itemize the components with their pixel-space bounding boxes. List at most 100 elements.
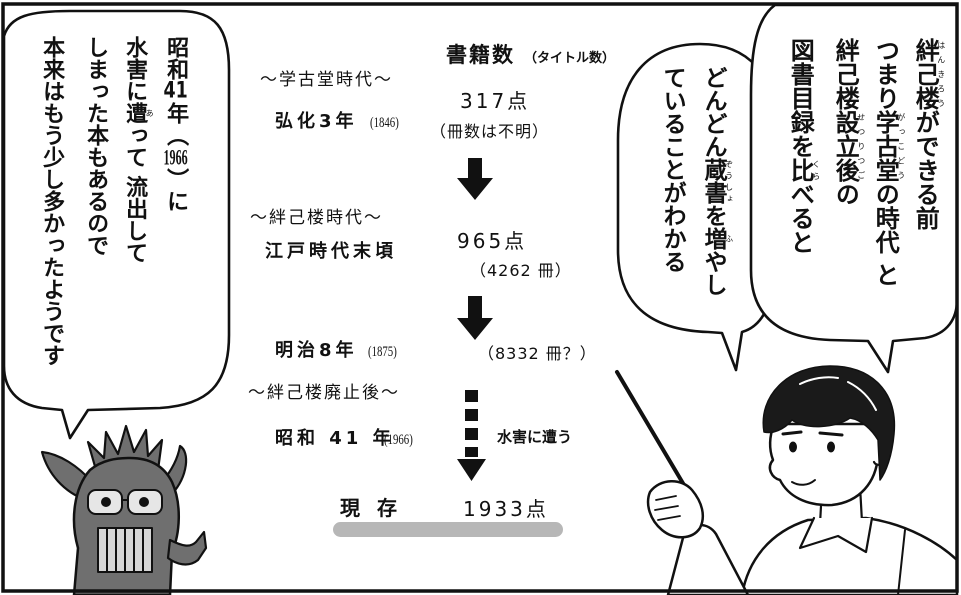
entry-note: （冊数は不明） xyxy=(430,122,550,141)
man-lanyard xyxy=(897,529,906,595)
dashed-down-arrow-icon xyxy=(457,390,486,481)
furigana-word: 学古堂がっこどう xyxy=(871,110,906,182)
furigana-base: 遭 xyxy=(122,102,148,124)
man-right-brow xyxy=(818,431,844,437)
entry-date: 昭和 41 年 xyxy=(275,428,395,449)
bubble-number: 41 xyxy=(163,80,188,102)
middle-bubble-line-2: ていることがわかる xyxy=(659,66,686,273)
furigana-reading: くら xyxy=(811,158,821,182)
bubble-text: ができる前 xyxy=(911,110,940,230)
era-label: ～絆己楼廃止後～ xyxy=(248,383,400,403)
entry-date: 弘化3年 xyxy=(275,111,358,132)
entry-year: (1846) xyxy=(370,115,399,131)
arrow-head xyxy=(457,459,486,481)
man-hand xyxy=(646,480,704,539)
furigana-word: 設立後せつりつご xyxy=(831,110,866,182)
down-arrow-icon xyxy=(457,158,493,200)
mascot-grill-bars xyxy=(106,528,144,572)
furigana-word: 増ふ xyxy=(700,227,734,250)
man-face xyxy=(768,422,880,507)
mascot-right-arm xyxy=(166,530,208,566)
present-label: 現 存 xyxy=(340,496,402,520)
bubble-text: の時代 と xyxy=(871,182,900,287)
furigana-base: 絆己楼 xyxy=(911,38,940,110)
entry-note: （4262 冊） xyxy=(470,261,572,280)
entry-date: 明治8年 xyxy=(275,340,358,361)
entry-year: (1875) xyxy=(368,344,397,360)
entry-date: 江戸時代末頃 xyxy=(265,241,397,262)
bubble-text: 図書目録を xyxy=(786,38,815,158)
furigana-reading: あ xyxy=(145,102,155,124)
man-with-pointer-icon xyxy=(615,365,959,595)
mascot-right-pupil xyxy=(139,497,149,507)
man-left-brow xyxy=(781,430,803,436)
bubble-text: つまり xyxy=(871,38,900,110)
furigana-word: 絆己楼はんきろう xyxy=(911,38,946,110)
bubble-text: どんどん xyxy=(700,66,727,158)
arrow-dash xyxy=(465,409,478,421)
mascot-body xyxy=(72,456,180,595)
present-highlight-bar xyxy=(333,522,563,537)
entry-event: 水害に遭う xyxy=(497,428,573,446)
right-bubble-line-3: 絆己楼設立後せつりつごの xyxy=(831,38,866,206)
present-count: 1933点 xyxy=(463,497,549,521)
furigana-reading: ふ xyxy=(724,227,734,250)
bubble-text: ）に xyxy=(163,168,189,212)
bubble-text: べると xyxy=(786,182,815,254)
timeline-header-title: 書籍数 xyxy=(446,43,515,67)
bubble-text: 絆己楼 xyxy=(831,38,860,110)
era-label: ～学古堂時代～ xyxy=(260,70,393,90)
bubble-text: の xyxy=(831,182,860,206)
furigana-word: 比くら xyxy=(786,158,821,182)
left-speech-bubble xyxy=(2,9,231,440)
bubble-year: 1966 xyxy=(163,146,188,168)
bubble-text: 昭和 xyxy=(163,36,189,80)
furigana-base: 増 xyxy=(700,227,727,250)
man-collar xyxy=(798,516,874,554)
man-finger-lines xyxy=(654,495,681,521)
mascot-left-pupil xyxy=(101,497,111,507)
arrow-dash xyxy=(465,428,478,440)
bubble-text: って 流出して xyxy=(122,124,148,264)
right-speech-bubble xyxy=(749,3,959,374)
furigana-reading: はんきろう xyxy=(936,38,946,110)
mascot-creature-icon xyxy=(40,424,208,595)
down-arrow-icon xyxy=(457,296,493,340)
left-bubble-line-1: 昭和41年（1966）に xyxy=(163,36,189,212)
bubble-text: 本来はもう少し多かったようです xyxy=(39,36,65,366)
right-bubble-line-4: 図書目録を比くらべると xyxy=(786,38,821,254)
furigana-base: 蔵書 xyxy=(700,158,727,204)
furigana-word: 蔵書ぞうしょ xyxy=(700,158,734,204)
left-bubble-line-3: しまった本もあるので xyxy=(83,36,109,256)
furigana-base: 比 xyxy=(786,158,815,182)
furigana-base: 学古堂 xyxy=(871,110,900,182)
bubble-text: しまった本もあるので xyxy=(83,36,109,256)
entry-count: 317点 xyxy=(460,89,531,113)
man-hair xyxy=(762,365,896,481)
era-label: ～絆己楼時代～ xyxy=(250,208,383,228)
furigana-reading: せつりつご xyxy=(856,110,866,182)
arrow-dash xyxy=(465,390,478,402)
furigana-word: 遭あ xyxy=(122,102,154,124)
left-bubble-line-2: 水害に遭あって 流出して xyxy=(122,36,154,264)
man-mouth xyxy=(791,479,816,486)
bubble-text: 水害に xyxy=(122,36,148,102)
right-bubble-line-1: 絆己楼はんきろうができる前 xyxy=(911,38,946,230)
bubble-text: ていることがわかる xyxy=(659,66,686,273)
arrow-dash xyxy=(465,447,478,457)
left-bubble-line-4: 本来はもう少し多かったようです xyxy=(39,36,65,366)
man-left-eye xyxy=(789,441,797,453)
man-hair-highlights xyxy=(799,376,877,411)
furigana-base: 設立後 xyxy=(831,110,860,182)
bubble-text: を xyxy=(700,204,727,227)
bubble-text: 年（ xyxy=(163,102,189,146)
furigana-reading: がっこどう xyxy=(896,110,906,182)
bubble-text: やし xyxy=(700,250,727,296)
entry-count: 965点 xyxy=(457,229,528,253)
right-bubble-line-2: つまり学古堂がっこどうの時代 と xyxy=(871,38,906,287)
entry-note: （8332 冊？） xyxy=(478,344,597,363)
middle-bubble-line-1: どんどん蔵書ぞうしょを増ふやし xyxy=(700,66,734,296)
